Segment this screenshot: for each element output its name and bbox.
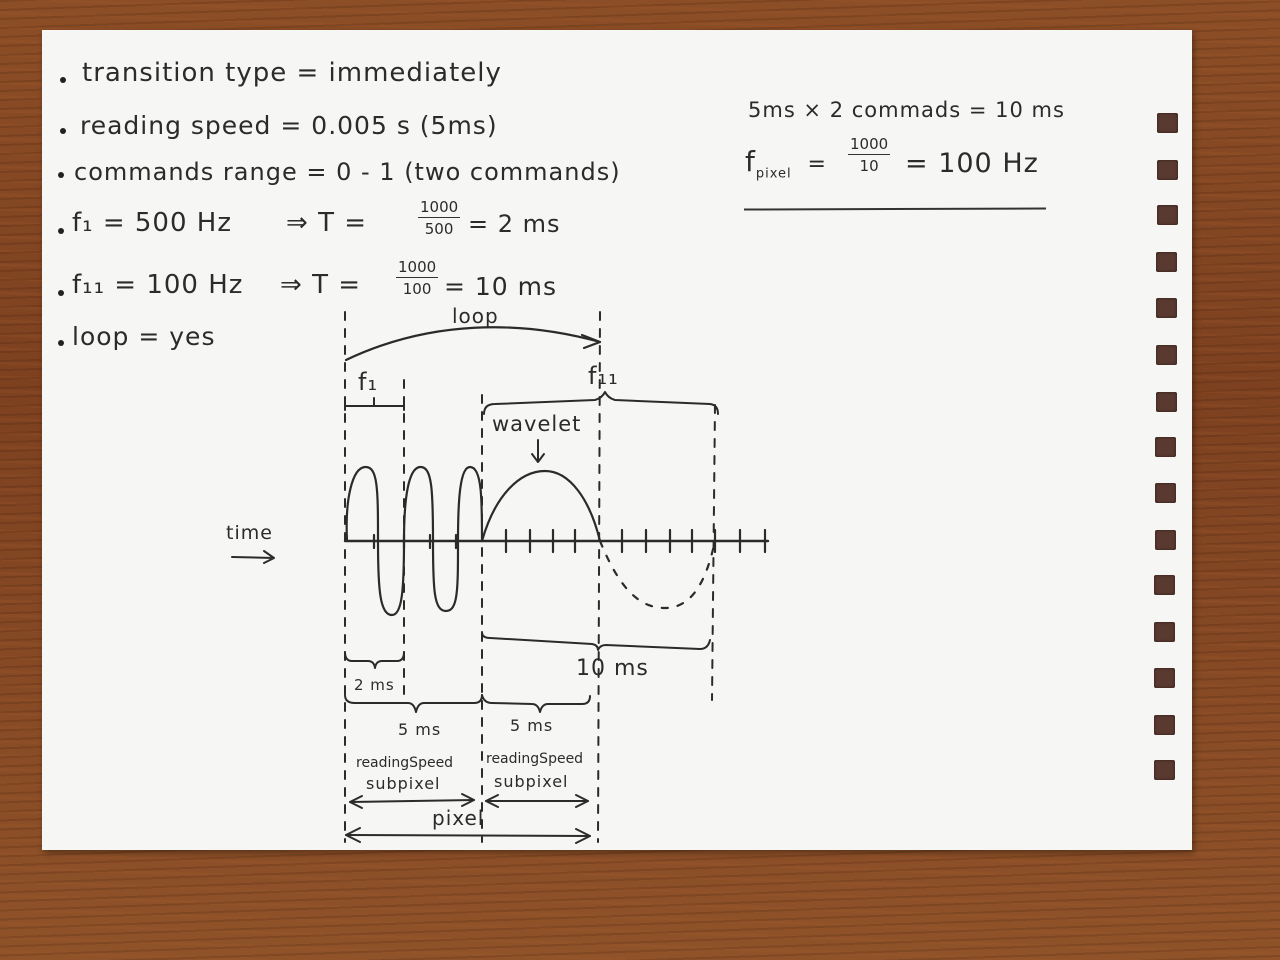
- subpixel-2-reading-speed: readingSpeed: [486, 751, 584, 767]
- bullet-dot: [58, 228, 64, 234]
- note-f1-arrow: ⇒ T =: [286, 208, 367, 238]
- subpixel-2-duration: 5 ms: [510, 716, 554, 735]
- note-f11-frequency: f₁₁ = 100 Hz: [72, 270, 244, 300]
- bullet-dot: [60, 77, 66, 83]
- f11-period-label: 10 ms: [576, 656, 649, 681]
- note-f11-fraction: 1000 100: [396, 258, 439, 298]
- wavelet-label: wavelet: [492, 412, 582, 436]
- note-f1-fraction: 1000 500: [418, 198, 461, 238]
- bullet-dot: [60, 128, 66, 134]
- spiral-hole: [1155, 530, 1176, 550]
- bullet-dot: [58, 340, 64, 346]
- calc-fpixel-result: = 100 Hz: [905, 148, 1039, 179]
- spiral-hole: [1156, 298, 1177, 318]
- spiral-hole: [1155, 483, 1176, 503]
- spiral-hole: [1157, 205, 1178, 225]
- note-loop: loop = yes: [72, 322, 216, 351]
- calc-fpixel-fraction: 1000 10: [848, 135, 891, 175]
- spiral-hole: [1154, 622, 1175, 642]
- note-reading-speed: reading speed = 0.005 s (5ms): [80, 111, 498, 140]
- pixel-label: pixel: [432, 806, 485, 830]
- spiral-hole: [1156, 252, 1177, 272]
- f11-label: f₁₁: [588, 362, 619, 390]
- spiral-hole: [1157, 113, 1178, 133]
- note-f11-arrow: ⇒ T =: [280, 270, 361, 300]
- subpixel-1-reading-speed: readingSpeed: [356, 755, 454, 771]
- subpixel-2-label: subpixel: [494, 772, 569, 791]
- spiral-hole: [1157, 160, 1178, 180]
- note-f1-frequency: f₁ = 500 Hz: [72, 208, 232, 238]
- calc-total-duration: 5ms × 2 commads = 10 ms: [748, 98, 1065, 122]
- note-f1-period: = 2 ms: [468, 210, 561, 238]
- spiral-hole: [1156, 392, 1177, 412]
- subpixel-1-duration: 5 ms: [398, 720, 442, 739]
- notebook-page: [42, 30, 1192, 850]
- spiral-hole: [1154, 715, 1175, 735]
- spiral-hole: [1154, 668, 1175, 688]
- time-axis-label: time: [226, 522, 273, 544]
- spiral-hole: [1154, 575, 1175, 595]
- loop-label: loop: [452, 304, 499, 328]
- note-f11-period: = 10 ms: [444, 272, 558, 301]
- bullet-dot: [58, 172, 64, 178]
- f1-label: f₁: [358, 368, 379, 396]
- f1-period-label: 2 ms: [354, 676, 395, 694]
- note-transition-type: transition type = immediately: [82, 58, 502, 88]
- spiral-hole: [1155, 437, 1176, 457]
- calc-fpixel-lhs: fpixel =: [745, 145, 827, 182]
- spiral-hole: [1156, 345, 1177, 365]
- loop-arrow: [344, 326, 602, 362]
- bullet-dot: [58, 290, 64, 296]
- note-commands-range: commands range = 0 - 1 (two commands): [74, 158, 621, 186]
- subpixel-1-label: subpixel: [366, 774, 441, 793]
- spiral-hole: [1154, 760, 1175, 780]
